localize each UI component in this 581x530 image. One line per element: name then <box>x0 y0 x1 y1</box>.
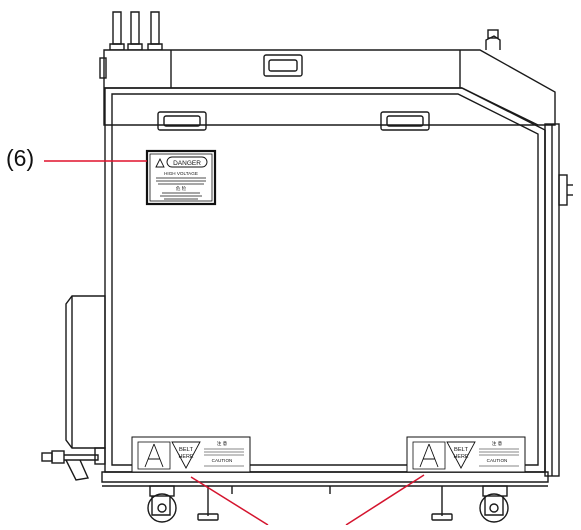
belt-text: BELT <box>179 447 194 453</box>
top-hose-fittings <box>109 11 163 51</box>
callout-leaders-belt <box>190 474 425 526</box>
top-cover <box>99 29 556 126</box>
belt-text: BELT <box>454 447 469 453</box>
side-box <box>65 295 106 449</box>
top-handle <box>263 54 303 77</box>
danger-badge <box>166 156 208 168</box>
caution-text: CAUTION <box>212 458 233 463</box>
belt-caution-label-left: BELT HERE 注 意 CAUTION <box>131 436 251 473</box>
caution-text: CAUTION <box>487 458 508 463</box>
caster-left <box>147 485 177 523</box>
warning-fine-print <box>156 177 206 200</box>
warning-subheading-text: 危 险 <box>176 185 187 192</box>
panel-handle-left <box>157 111 207 131</box>
side-panel <box>104 87 573 477</box>
warning-brand-text: DANGER <box>173 160 201 167</box>
high-voltage-warning-label: DANGER HIGH VOLTAGE 危 险 <box>145 149 217 206</box>
leveling-foot-left <box>197 486 219 521</box>
base-studs <box>231 486 331 494</box>
leveling-foot-right <box>431 486 453 521</box>
lifting-belt-icon <box>144 443 164 468</box>
warning-heading-text: HIGH VOLTAGE <box>164 171 198 176</box>
drain-valve <box>41 447 106 481</box>
caster-right <box>479 485 509 523</box>
belt-caution-label-right: BELT HERE 注 意 CAUTION <box>406 436 526 473</box>
here-text: HERE <box>454 454 469 460</box>
warning-triangle-icon <box>155 157 165 168</box>
base-frame <box>101 471 549 487</box>
lifting-belt-icon <box>419 443 439 468</box>
caution-heading: 注 意 <box>492 440 503 447</box>
caution-heading: 注 意 <box>217 440 228 447</box>
callout-label-6: (6) <box>6 145 35 171</box>
panel-handle-right <box>380 111 430 131</box>
here-text: HERE <box>179 454 194 460</box>
